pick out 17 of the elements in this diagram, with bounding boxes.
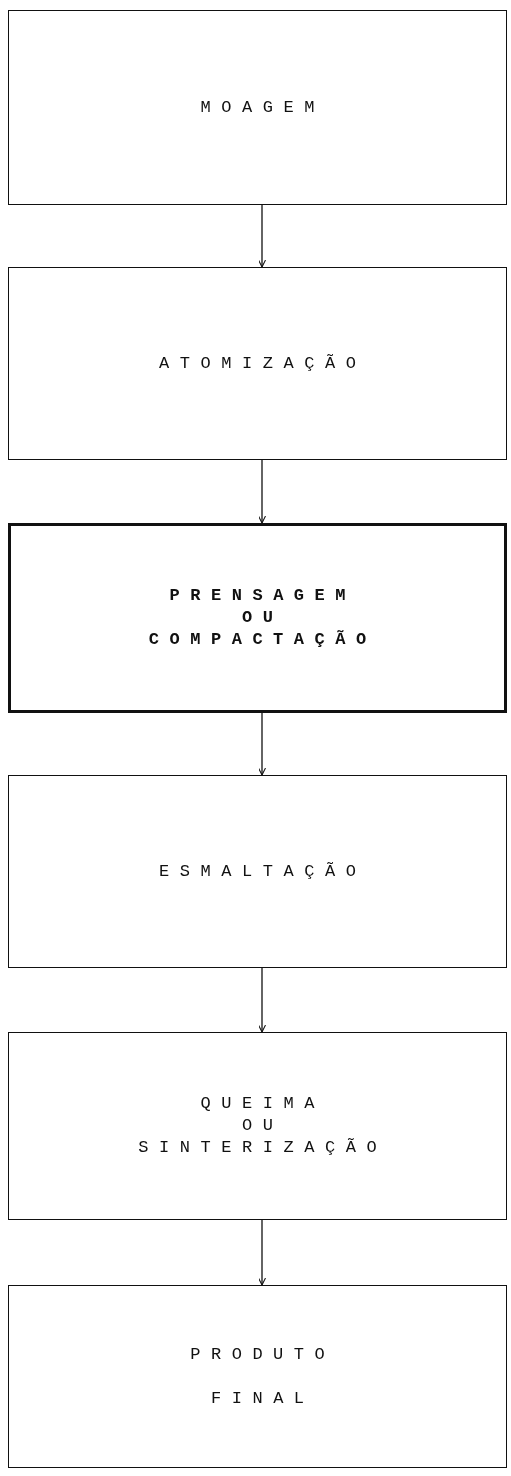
process-box — [8, 10, 507, 205]
step-label: MOAGEM — [199, 96, 326, 119]
arrow — [258, 967, 266, 1033]
process-box — [8, 267, 507, 460]
process-box — [8, 1285, 507, 1468]
step-label: QUEIMA OU SINTERIZAÇÃO — [137, 1093, 389, 1159]
step-label: PRODUTO FINAL — [189, 1343, 337, 1410]
step-label: PRENSAGEM OU COMPACTAÇÃO — [147, 585, 378, 651]
process-box — [8, 523, 507, 713]
process-box — [8, 775, 507, 968]
arrow — [258, 459, 266, 524]
step-label: ATOMIZAÇÃO — [158, 352, 368, 375]
step-label: ESMALTAÇÃO — [158, 860, 368, 883]
arrow — [258, 1219, 266, 1286]
process-box — [8, 1032, 507, 1220]
arrow — [258, 204, 266, 268]
arrow — [258, 712, 266, 776]
